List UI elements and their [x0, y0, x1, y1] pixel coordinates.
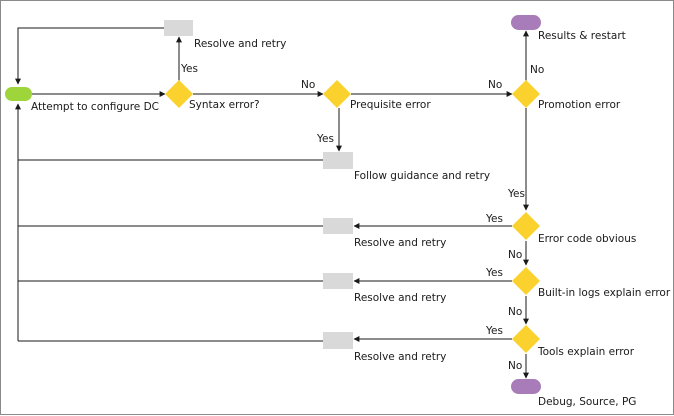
resolve-2-label: Resolve and retry — [354, 292, 446, 304]
syntax-no-label: No — [301, 79, 315, 91]
start-terminal — [5, 87, 32, 101]
resolve-top-label: Resolve and retry — [194, 38, 286, 50]
tools-no-label: No — [508, 360, 522, 372]
syntax-decision — [165, 80, 193, 108]
promotion-label: Promotion error — [538, 99, 621, 111]
tools-decision — [512, 325, 540, 353]
results-terminal — [511, 15, 541, 30]
obvious-label: Error code obvious — [538, 233, 636, 245]
builtin-decision — [512, 267, 540, 295]
prereq-no-label: No — [488, 79, 502, 91]
prereq-yes-label: Yes — [316, 133, 334, 145]
debug-label: Debug, Source, PG — [538, 396, 636, 408]
resolve-3-process — [323, 332, 353, 349]
resolve-top-process — [164, 20, 193, 36]
resolve-3-label: Resolve and retry — [354, 351, 446, 363]
syntax-yes-label: Yes — [180, 63, 198, 75]
prereq-decision — [323, 80, 351, 108]
promotion-decision — [512, 80, 540, 108]
syntax-label: Syntax error? — [189, 99, 260, 111]
edge-resolve-top-return — [15, 27, 164, 85]
obvious-yes-label: Yes — [485, 213, 503, 225]
resolve-1-process — [323, 218, 353, 234]
promotion-yes-label: Yes — [507, 188, 525, 200]
obvious-decision — [512, 212, 540, 240]
prereq-label: Prequisite error — [350, 99, 431, 111]
debug-terminal — [511, 379, 541, 394]
builtin-no-label: No — [508, 306, 522, 318]
results-label: Results & restart — [538, 30, 626, 42]
tools-yes-label: Yes — [485, 325, 503, 337]
follow-process — [323, 152, 353, 169]
resolve-1-label: Resolve and retry — [354, 237, 446, 249]
attempt-label: Attempt to configure DC — [31, 101, 159, 113]
builtin-yes-label: Yes — [485, 267, 503, 279]
tools-label: Tools explain error — [537, 346, 635, 358]
obvious-no-label: No — [508, 249, 522, 261]
follow-label: Follow guidance and retry — [354, 170, 490, 182]
promotion-no-label: No — [530, 64, 544, 76]
resolve-2-process — [323, 273, 353, 289]
builtin-label: Built-in logs explain error — [538, 287, 671, 299]
